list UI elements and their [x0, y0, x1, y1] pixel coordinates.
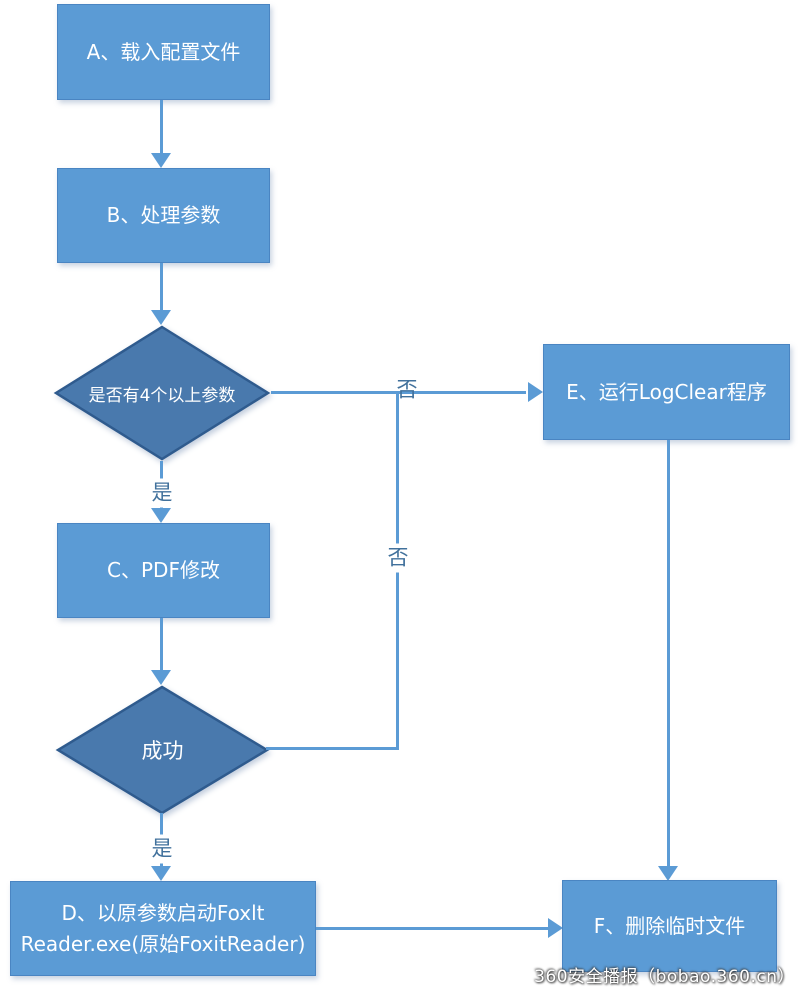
edge-b-decision-line	[160, 263, 163, 311]
node-launch-foxit: D、以原参数启动Foxlt Reader.exe(原始FoxitReader)	[10, 881, 316, 976]
node-pdf-modify-label: C、PDF修改	[107, 558, 220, 582]
node-pdf-modify: C、PDF修改	[57, 523, 270, 618]
arrowhead-a-b-icon	[151, 153, 171, 168]
arrowhead-b-decision-icon	[151, 310, 171, 325]
node-launch-foxit-line1: D、以原参数启动Foxlt	[61, 900, 265, 925]
edge-d-f-line	[316, 927, 550, 930]
edge-decision2-no-hline	[266, 747, 399, 750]
edge-a-b-line	[160, 100, 163, 155]
edge-label-no-1: 否	[396, 377, 418, 402]
arrowhead-c-decision2-icon	[151, 670, 171, 685]
diamond-polygon	[53, 325, 271, 461]
edge-label-yes-2: 是	[150, 834, 174, 864]
decision-has-4-params: 是否有4个以上参数	[53, 325, 271, 461]
node-process-params: B、处理参数	[57, 168, 270, 263]
node-process-params-label: B、处理参数	[106, 203, 221, 227]
node-delete-temp-files-label: F、删除临时文件	[593, 913, 746, 938]
watermark: 360安全播报（bobao.360.cn）	[534, 967, 795, 987]
node-delete-temp-files: F、删除临时文件	[562, 880, 777, 972]
arrowhead-decision2-d-icon	[151, 866, 171, 881]
edge-e-f-line	[667, 440, 670, 868]
node-run-logclear-label: E、运行LogClear程序	[566, 379, 767, 404]
node-run-logclear: E、运行LogClear程序	[543, 344, 790, 440]
diamond-shape	[53, 325, 271, 461]
node-load-config: A、载入配置文件	[57, 4, 270, 100]
decision-success-label: 成功	[141, 739, 184, 763]
decision-success: 成功	[55, 685, 270, 815]
edge-c-decision2-line	[160, 618, 163, 673]
decision-has-4-params-label: 是否有4个以上参数	[88, 385, 236, 406]
node-load-config-label: A、载入配置文件	[86, 39, 241, 64]
edge-label-no-2: 否	[386, 543, 410, 573]
arrowhead-d-f-icon	[548, 918, 563, 938]
edge-decision-e-line	[271, 391, 526, 394]
arrowhead-e-f-icon	[658, 866, 678, 881]
arrowhead-decision-e-icon	[528, 382, 543, 402]
arrowhead-decision-c-icon	[151, 508, 171, 523]
edge-label-yes-1: 是	[150, 478, 174, 508]
node-launch-foxit-line2: Reader.exe(原始FoxitReader)	[20, 931, 306, 956]
